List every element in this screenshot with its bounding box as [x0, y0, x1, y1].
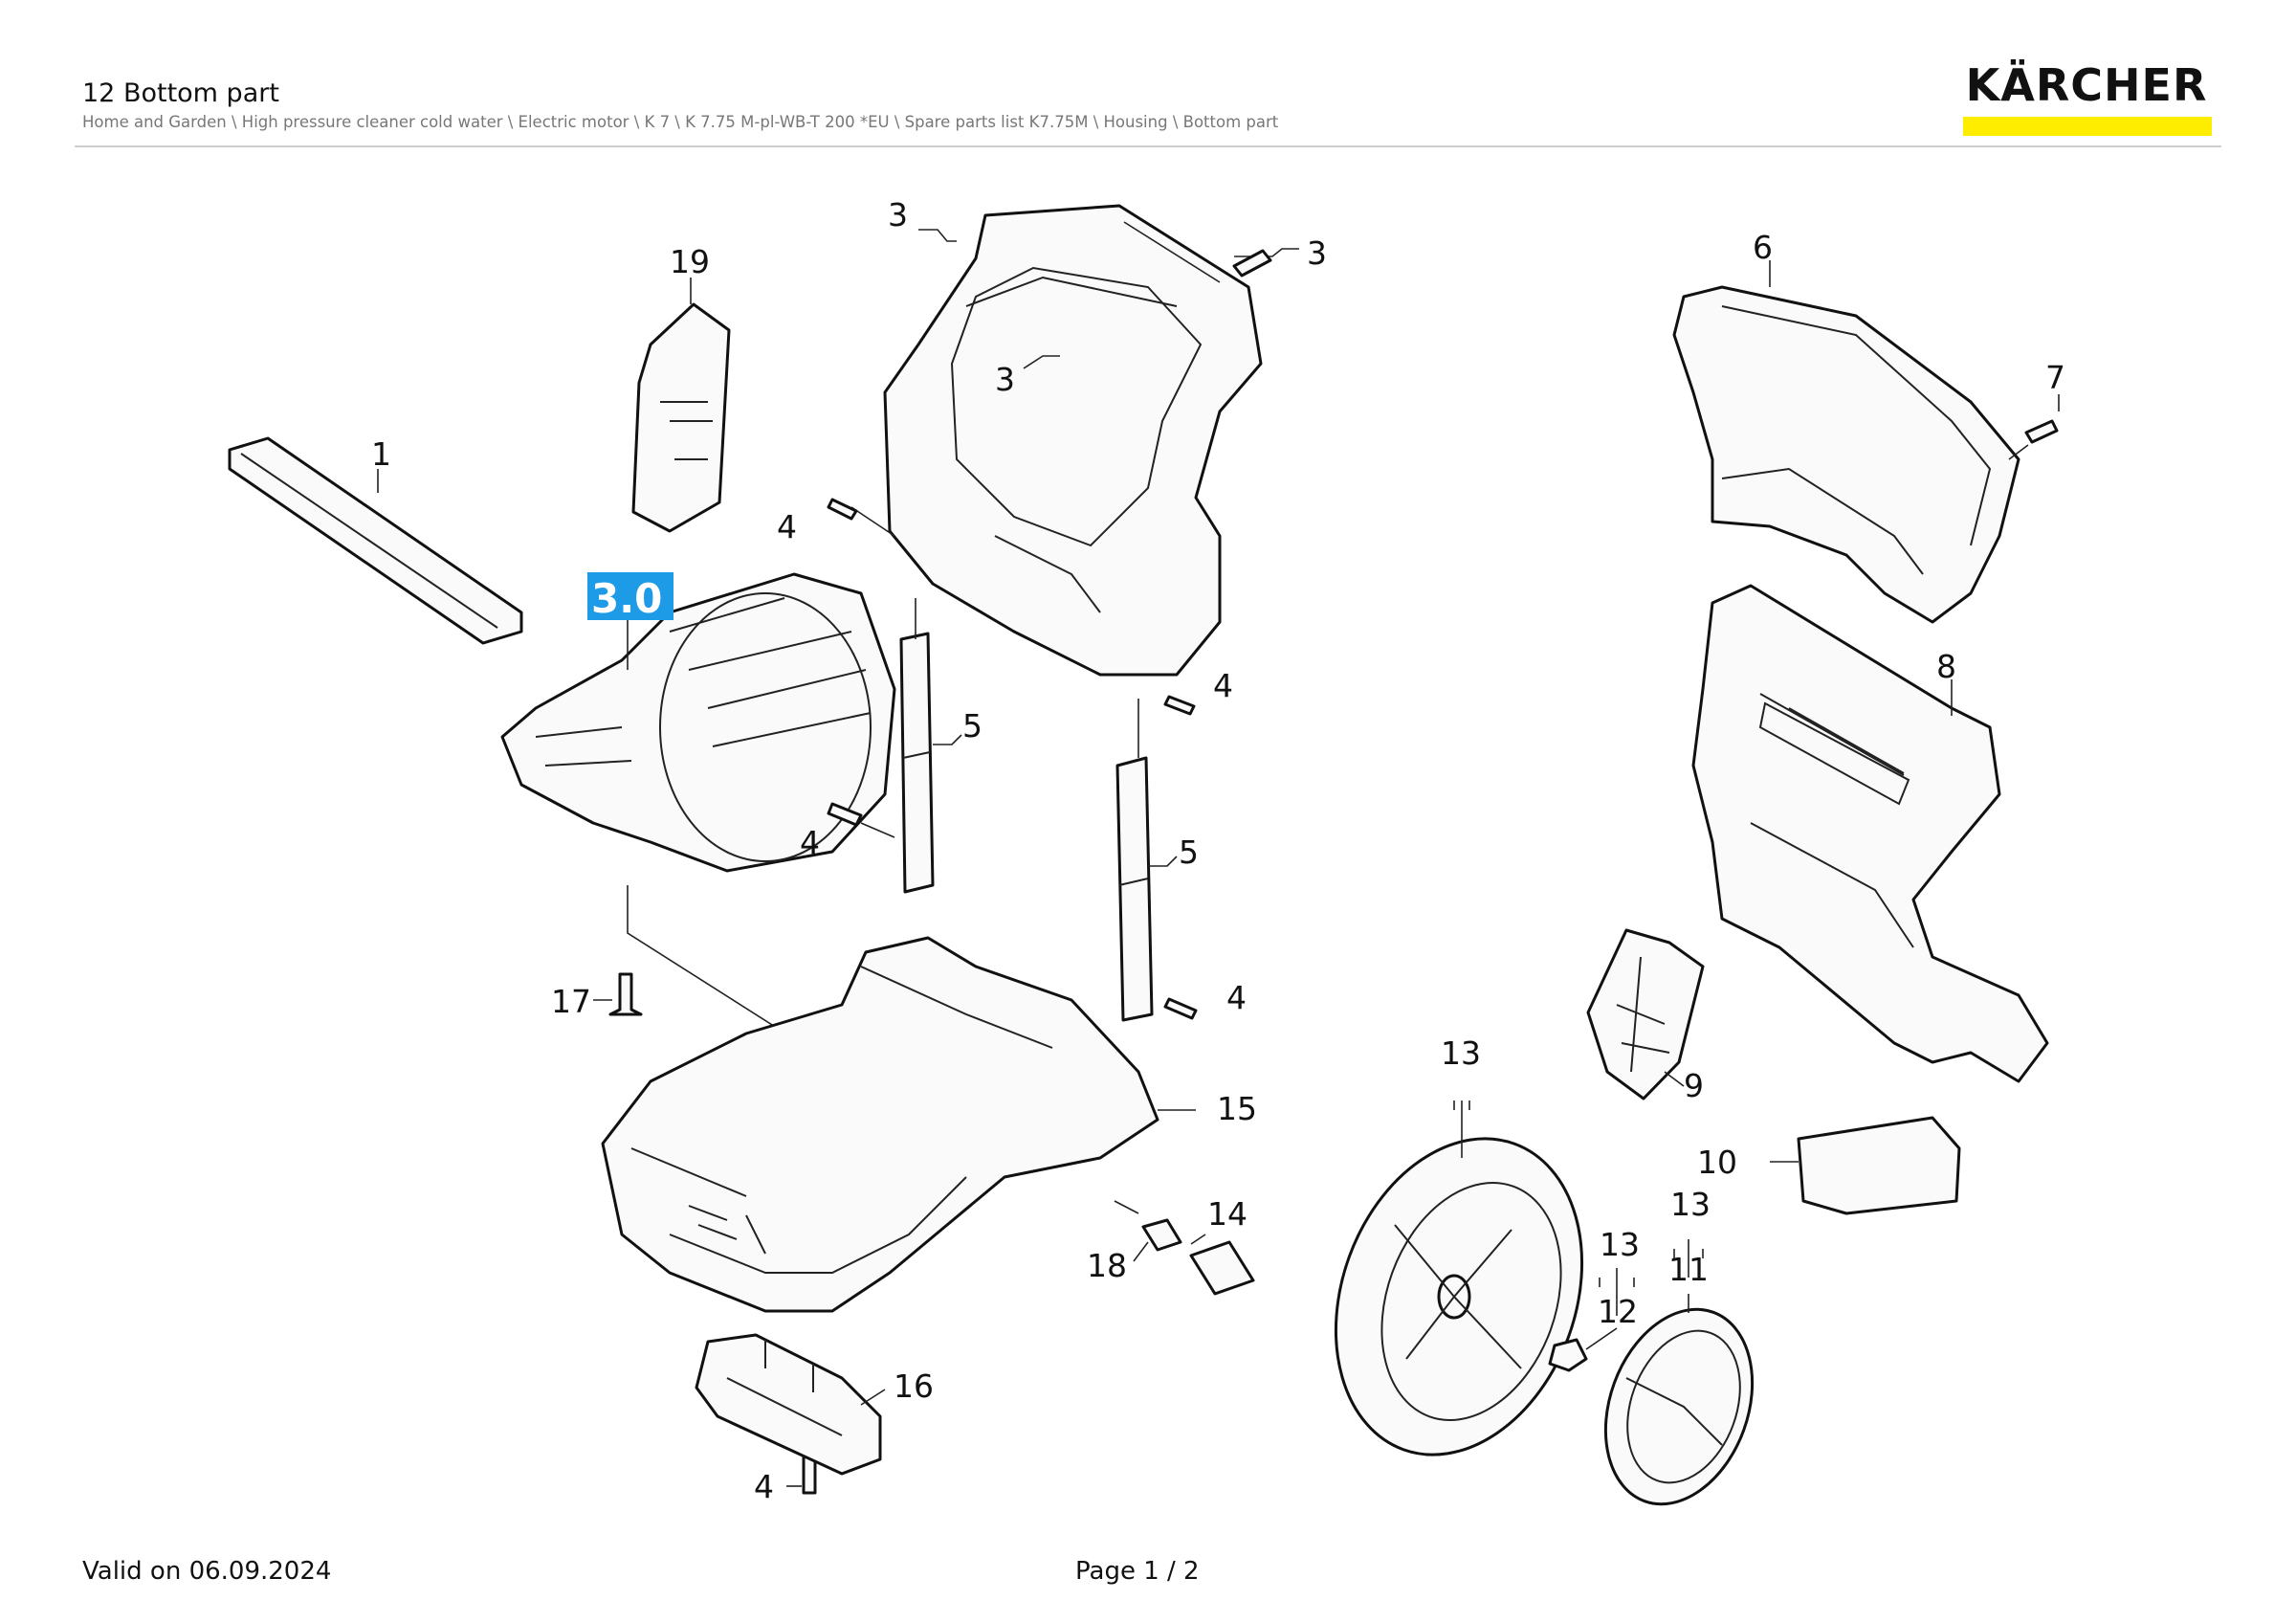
part-3-handle-frame — [883, 204, 1263, 677]
karcher-logo-bar — [1963, 117, 2212, 136]
part-7-screw — [2024, 419, 2059, 444]
part-1-strip — [228, 436, 523, 645]
screw-4-d — [1163, 997, 1198, 1020]
label-part-11: 11 — [1668, 1251, 1709, 1288]
part-13-wheel — [1334, 1137, 1584, 1456]
label-part-13-pin: 13 — [1600, 1226, 1640, 1263]
part-5-tube-left — [899, 632, 935, 894]
label-part-3-top: 3 — [888, 196, 908, 233]
label-part-17: 17 — [551, 983, 591, 1020]
label-part-1: 1 — [371, 435, 391, 473]
breadcrumb: Home and Garden \ High pressure cleaner … — [82, 113, 1279, 131]
label-part-18: 18 — [1087, 1247, 1127, 1284]
label-part-15: 15 — [1217, 1090, 1257, 1127]
screw-3-top — [1232, 249, 1272, 278]
label-part-4-a: 4 — [777, 508, 797, 545]
label-part-13-hubcap: 13 — [1670, 1186, 1711, 1223]
page-title: 12 Bottom part — [82, 78, 279, 108]
label-part-3-right: 3 — [1307, 234, 1327, 272]
part-16-foot — [695, 1333, 882, 1476]
header-divider — [75, 145, 2221, 147]
part-8-lower-cover — [1691, 584, 2049, 1083]
label-part-5-right: 5 — [1179, 834, 1199, 871]
part-10-cap — [1797, 1116, 1961, 1215]
label-part-5-left: 5 — [962, 707, 982, 745]
part-18-bushing — [1141, 1218, 1182, 1252]
label-part-19: 19 — [670, 243, 710, 280]
badge-3-0-label: 3.0 — [591, 575, 662, 622]
part-3-0-motor-pump — [500, 572, 896, 873]
label-part-6: 6 — [1753, 229, 1773, 266]
label-part-9: 9 — [1684, 1067, 1704, 1104]
label-part-7: 7 — [2045, 359, 2065, 396]
label-part-10: 10 — [1697, 1144, 1737, 1181]
label-part-13-wheel: 13 — [1441, 1034, 1481, 1072]
label-part-12: 12 — [1598, 1293, 1638, 1330]
karcher-logo: KÄRCHER — [1965, 59, 2208, 111]
screw-4-a — [827, 498, 858, 521]
part-11-hubcap — [1603, 1307, 1755, 1506]
label-part-14: 14 — [1207, 1195, 1247, 1233]
label-part-8: 8 — [1936, 648, 1956, 685]
part-12-pin — [1548, 1338, 1588, 1372]
part-14-bushing — [1189, 1240, 1255, 1296]
part-19-clip — [631, 302, 731, 533]
part-5-tube-right — [1115, 756, 1154, 1022]
part-17-screw — [608, 972, 643, 1016]
part-9-small-panel — [1586, 928, 1705, 1101]
label-part-4-b: 4 — [1213, 667, 1233, 704]
page-number: Page 1 / 2 — [1075, 1557, 1200, 1586]
part-15-base-housing — [601, 936, 1159, 1313]
label-part-16: 16 — [894, 1367, 934, 1405]
screw-4-c — [827, 802, 863, 827]
valid-date: Valid on 06.09.2024 — [82, 1557, 332, 1586]
label-part-4-c: 4 — [800, 824, 820, 861]
part-6-upper-cover — [1672, 285, 2020, 624]
label-part-3-mid: 3 — [995, 361, 1015, 398]
badge-3-0 — [587, 572, 673, 620]
screw-4-b — [1163, 695, 1196, 716]
label-part-4-e: 4 — [754, 1468, 774, 1505]
label-part-4-d: 4 — [1226, 979, 1247, 1016]
